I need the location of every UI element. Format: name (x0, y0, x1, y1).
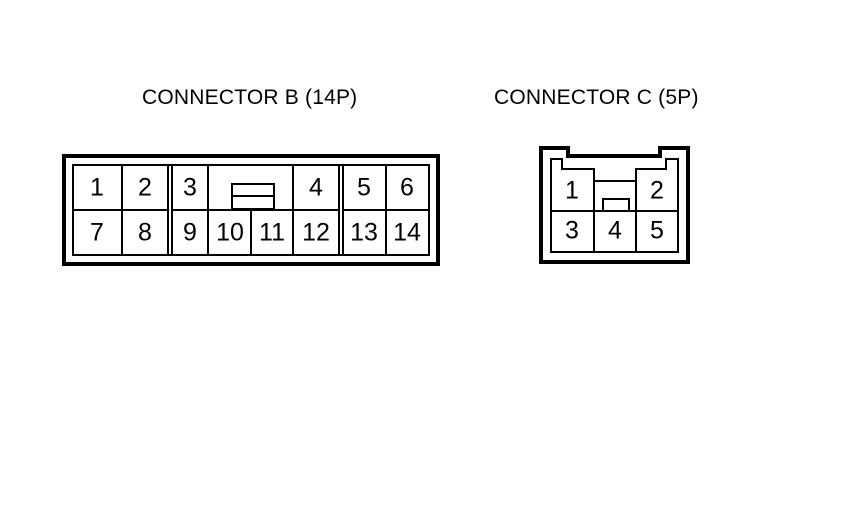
connector-c-pin-label-5: 5 (650, 217, 664, 245)
connector-b-pin-label-7: 7 (90, 219, 104, 247)
connector-b-title: CONNECTOR B (14P) (142, 86, 358, 109)
connector-b-drawing: 1 2 3 4 5 6 7 8 9 10 11 12 13 14 (62, 154, 440, 266)
connector-b-pin-label-6: 6 (400, 174, 414, 202)
connector-c-outer-shell (539, 146, 690, 264)
connector-c-pin-cell-5 (635, 210, 679, 253)
connector-b-pin-label-14: 14 (393, 219, 421, 247)
connector-b-pin-label-9: 9 (183, 219, 197, 247)
connector-c-pin-label-3: 3 (565, 217, 579, 245)
connector-c-pin-label-2: 2 (650, 177, 664, 205)
connector-b-pin-label-13: 13 (350, 219, 378, 247)
connector-b-outer-shell (62, 154, 440, 266)
connector-b-pin-cell-14 (385, 209, 430, 256)
connector-b-pin-label-3: 3 (183, 174, 197, 202)
connector-b-pin-label-2: 2 (138, 174, 152, 202)
connector-b-latch-lower (231, 195, 275, 210)
connector-b-pin-label-11: 11 (259, 219, 285, 247)
connector-b-pin-label-12: 12 (302, 219, 330, 247)
connector-b-pin-label-4: 4 (309, 174, 323, 202)
connector-b-pin-label-5: 5 (357, 174, 371, 202)
connector-b-pin-label-1: 1 (90, 174, 104, 202)
connector-b-pin-label-10: 10 (216, 219, 244, 247)
connector-c-drawing: 1 2 3 4 5 (539, 146, 690, 264)
connector-c-title: CONNECTOR C (5P) (494, 86, 699, 109)
connector-c-pin-label-1: 1 (565, 177, 579, 205)
connector-c-pin-label-4: 4 (608, 217, 622, 245)
connector-b-latch-upper (231, 183, 275, 197)
connector-b-pin-label-8: 8 (138, 219, 152, 247)
connector-c-center-tab (602, 198, 630, 212)
